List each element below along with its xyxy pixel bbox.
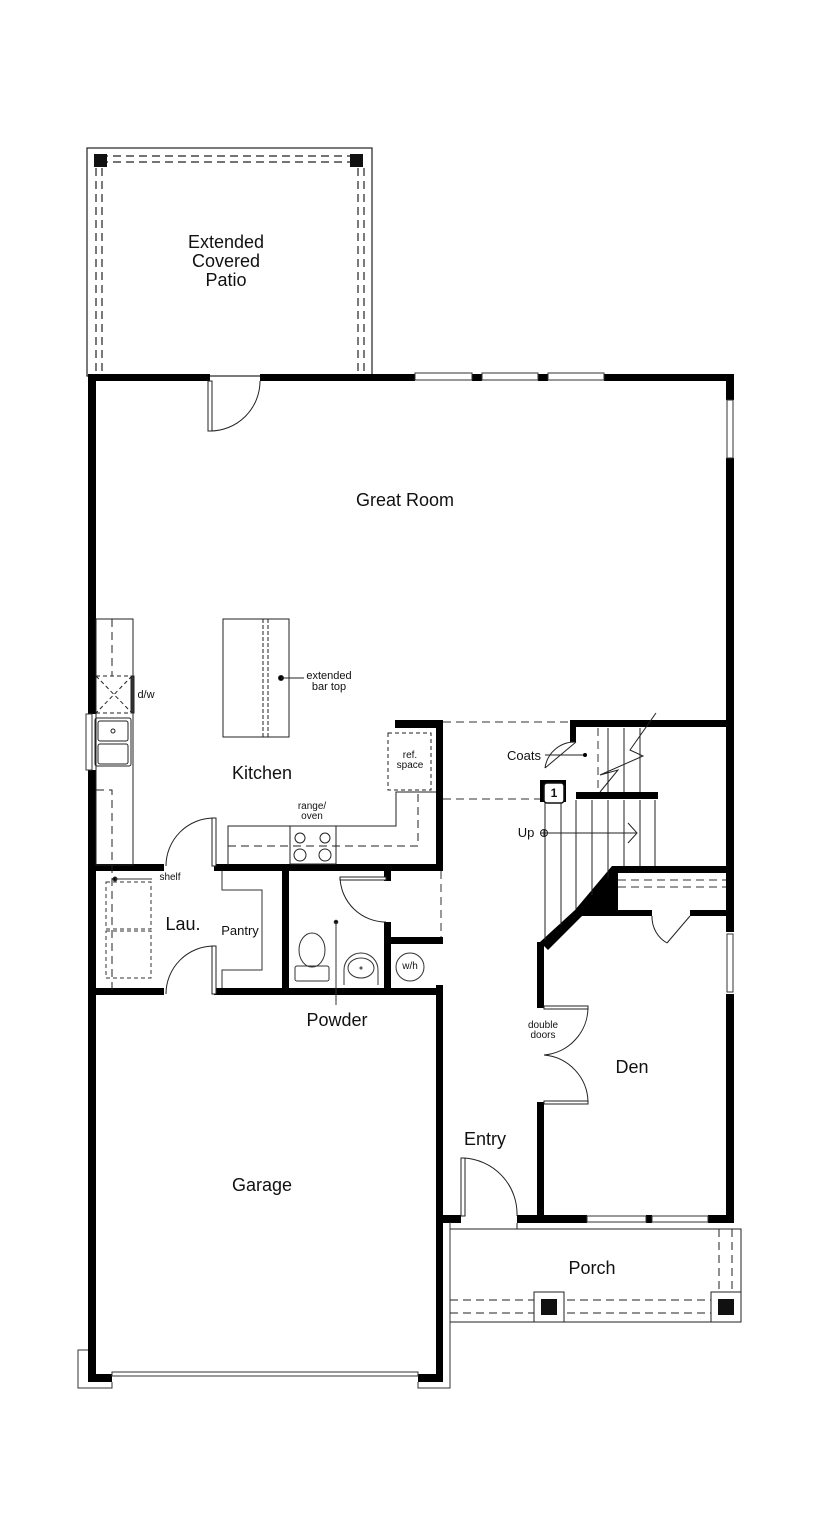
room-label-powder: Powder xyxy=(306,1010,368,1030)
room-label-garage: Garage xyxy=(231,1175,293,1195)
room-label-patio: Extended Covered Patio xyxy=(187,232,265,290)
garage-door xyxy=(111,1371,419,1377)
option-marker-box xyxy=(543,782,565,804)
room-label-porch: Porch xyxy=(568,1258,616,1278)
annotation-dishwasher: d/w xyxy=(137,689,155,701)
window xyxy=(547,372,605,381)
annotation-extended-bar-top: extended bar top xyxy=(306,670,352,693)
room-label-great-room: Great Room xyxy=(355,490,455,510)
window xyxy=(651,1215,709,1223)
window xyxy=(414,372,473,381)
room-label-entry: Entry xyxy=(463,1129,506,1149)
annotation-stairs-up: Up xyxy=(517,825,535,840)
annotation-range-oven: range/ oven xyxy=(297,801,327,822)
window xyxy=(586,1215,647,1223)
room-label-kitchen: Kitchen xyxy=(231,763,293,783)
option-marker-label: 1 xyxy=(550,786,558,800)
window xyxy=(726,399,734,459)
room-label-pantry: Pantry xyxy=(221,923,259,938)
patio-post-right xyxy=(350,154,363,167)
window xyxy=(726,933,734,993)
room-label-laundry: Lau. xyxy=(165,914,201,934)
annotation-ref-space: ref. space xyxy=(396,750,424,771)
patio-post-left xyxy=(94,154,107,167)
annotation-double-doors: double doors xyxy=(527,1020,559,1041)
range-oven xyxy=(289,825,337,865)
patio-outline xyxy=(86,147,373,377)
window xyxy=(481,372,539,381)
annotation-coats: Coats xyxy=(507,748,541,763)
sink xyxy=(94,717,132,767)
room-label-den: Den xyxy=(615,1057,649,1077)
porch-post xyxy=(541,1299,557,1315)
annotation-water-heater: w/h xyxy=(402,961,418,972)
porch-post xyxy=(718,1299,734,1315)
annotation-shelf: shelf xyxy=(159,872,181,883)
window xyxy=(85,713,93,771)
